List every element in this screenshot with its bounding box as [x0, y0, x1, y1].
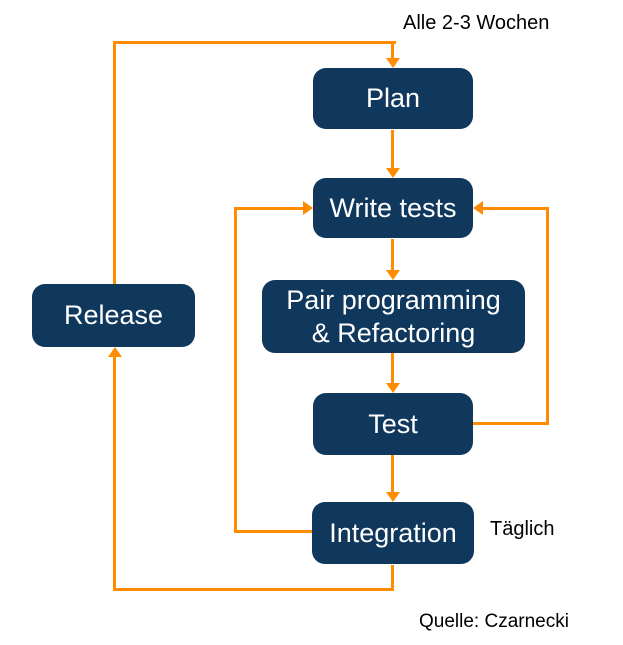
edge-segment: [391, 41, 394, 61]
source-credit-label: Quelle: Czarnecki: [419, 611, 569, 632]
node-test-label: Test: [368, 408, 418, 439]
arrowhead-right-icon: [303, 201, 313, 215]
arrowhead-down-icon: [386, 270, 400, 280]
edge-segment: [473, 422, 549, 425]
edge-segment: [391, 565, 394, 591]
node-pair-programming-refactoring: Pair programming & Refactoring: [262, 280, 525, 353]
node-write-tests-label: Write tests: [329, 192, 457, 223]
node-plan: Plan: [313, 68, 473, 129]
node-plan-label: Plan: [365, 83, 421, 114]
arrowhead-down-icon: [386, 168, 400, 178]
edge-segment: [546, 207, 549, 425]
iteration-cycle-label: Alle 2-3 Wochen: [403, 12, 550, 34]
arrowhead-down-icon: [386, 492, 400, 502]
edge-segment: [234, 530, 312, 533]
node-integration-label: Integration: [329, 517, 457, 548]
node-pair-label-line1: Pair programming: [286, 285, 501, 316]
edge-segment: [234, 207, 304, 210]
edge-segment: [234, 207, 237, 533]
edge-segment: [113, 41, 116, 284]
node-integration: Integration: [312, 502, 474, 564]
edge-segment: [113, 588, 394, 591]
node-pair-label-line2: & Refactoring: [311, 317, 476, 348]
node-release: Release: [32, 284, 195, 347]
edge-segment: [391, 130, 394, 170]
edge-segment: [483, 207, 547, 210]
edge-segment: [391, 353, 394, 385]
edge-segment: [113, 356, 116, 591]
arrowhead-down-icon: [386, 383, 400, 393]
arrowhead-up-icon: [108, 347, 122, 357]
node-release-label: Release: [63, 300, 164, 331]
daily-label: Täglich: [490, 518, 555, 540]
arrowhead-left-icon: [473, 201, 483, 215]
node-write-tests: Write tests: [313, 178, 473, 238]
edge-segment: [391, 239, 394, 272]
edge-segment: [391, 455, 394, 494]
edge-segment: [113, 41, 396, 44]
arrowhead-down-icon: [386, 58, 400, 68]
node-test: Test: [313, 393, 473, 455]
